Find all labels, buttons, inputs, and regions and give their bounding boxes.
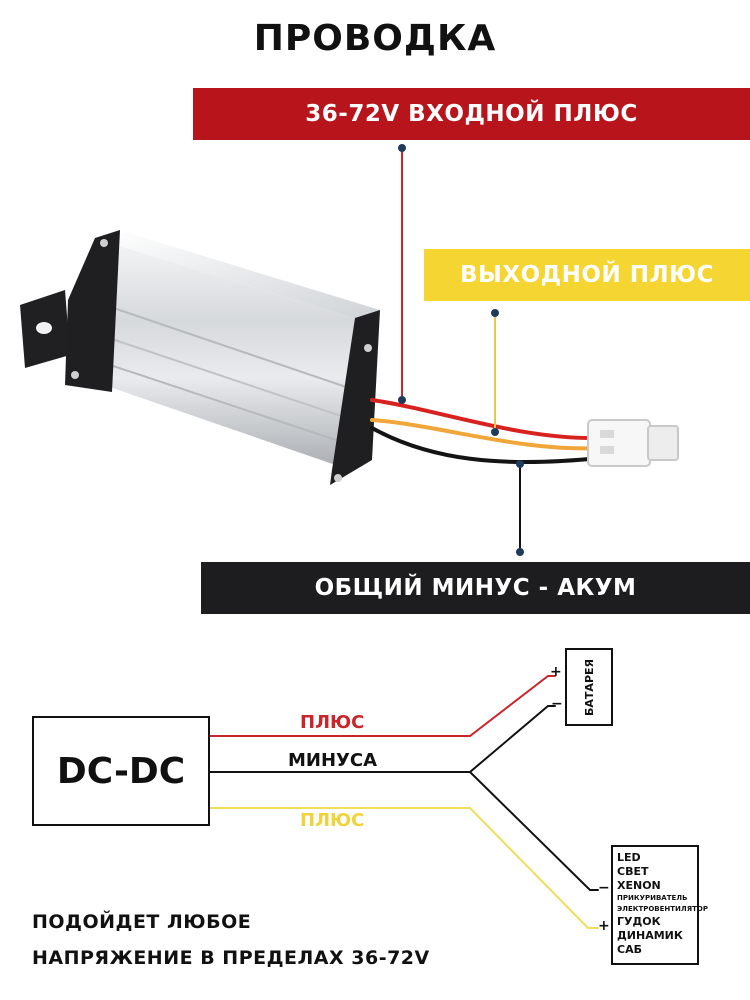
input-plus-banner: 36-72V ВХОДНОЙ ПЛЮС — [193, 88, 750, 140]
bottom-note-line2: НАПРЯЖЕНИЕ В ПРЕДЕЛАХ 36-72V — [32, 947, 430, 969]
wiring-schematic — [209, 675, 599, 929]
battery-label: БАТАРЕЯ — [582, 658, 596, 716]
input-plus-label: 36-72V ВХОДНОЙ ПЛЮС — [305, 101, 638, 127]
wire-minus-consumer — [469, 771, 599, 891]
pointer-lines — [401, 148, 521, 552]
consumer-minus-sign: − — [598, 880, 610, 896]
wire-minus-battery — [209, 705, 556, 773]
consumer-speaker: ДИНАМИК — [617, 929, 683, 942]
wire-minus-label: МИНУСА — [288, 750, 378, 771]
battery-plus-sign: + — [550, 664, 562, 680]
consumer-led: LED — [617, 851, 641, 864]
battery-minus-sign: − — [551, 696, 563, 712]
wire-plus-output — [209, 807, 599, 929]
converter-body — [65, 230, 380, 485]
wire-plus-input — [209, 675, 556, 737]
dcdc-label: DC-DC — [56, 750, 186, 792]
device-wires — [370, 398, 602, 465]
dcdc-block: DC-DC — [32, 716, 210, 826]
mounting-bracket — [20, 290, 70, 368]
battery-block: БАТАРЕЯ — [565, 648, 613, 726]
common-minus-banner: ОБЩИЙ МИНУС - АКУМ — [201, 562, 750, 614]
wire-plus-label-red: ПЛЮС — [300, 712, 365, 733]
consumer-horn: ГУДОК — [617, 915, 661, 928]
output-plus-banner: ВЫХОДНОЙ ПЛЮС — [424, 249, 750, 301]
page-title: ПРОВОДКА — [253, 18, 497, 59]
consumer-sub: САБ — [617, 943, 642, 956]
consumer-light: СВЕТ — [617, 865, 649, 878]
consumer-fan: ЭЛЕКТРОВЕНТИЛЯТОР — [617, 905, 708, 913]
common-minus-label: ОБЩИЙ МИНУС - АКУМ — [314, 575, 637, 601]
pointer-dots — [398, 144, 524, 556]
consumer-xenon: XENON — [617, 879, 661, 892]
bottom-note-line1: ПОДОЙДЕТ ЛЮБОЕ — [32, 911, 252, 933]
consumer-plus-sign: + — [598, 918, 610, 934]
wire-connector — [587, 419, 679, 467]
consumer-lighter: ПРИКУРИВАТЕЛЬ — [617, 894, 688, 902]
output-plus-label: ВЫХОДНОЙ ПЛЮС — [460, 262, 714, 288]
consumer-block: LED СВЕТ XENON ПРИКУРИВАТЕЛЬ ЭЛЕКТРОВЕНТ… — [611, 845, 708, 965]
converter-illustration — [20, 144, 679, 556]
wire-plus-label-yellow: ПЛЮС — [300, 810, 365, 831]
